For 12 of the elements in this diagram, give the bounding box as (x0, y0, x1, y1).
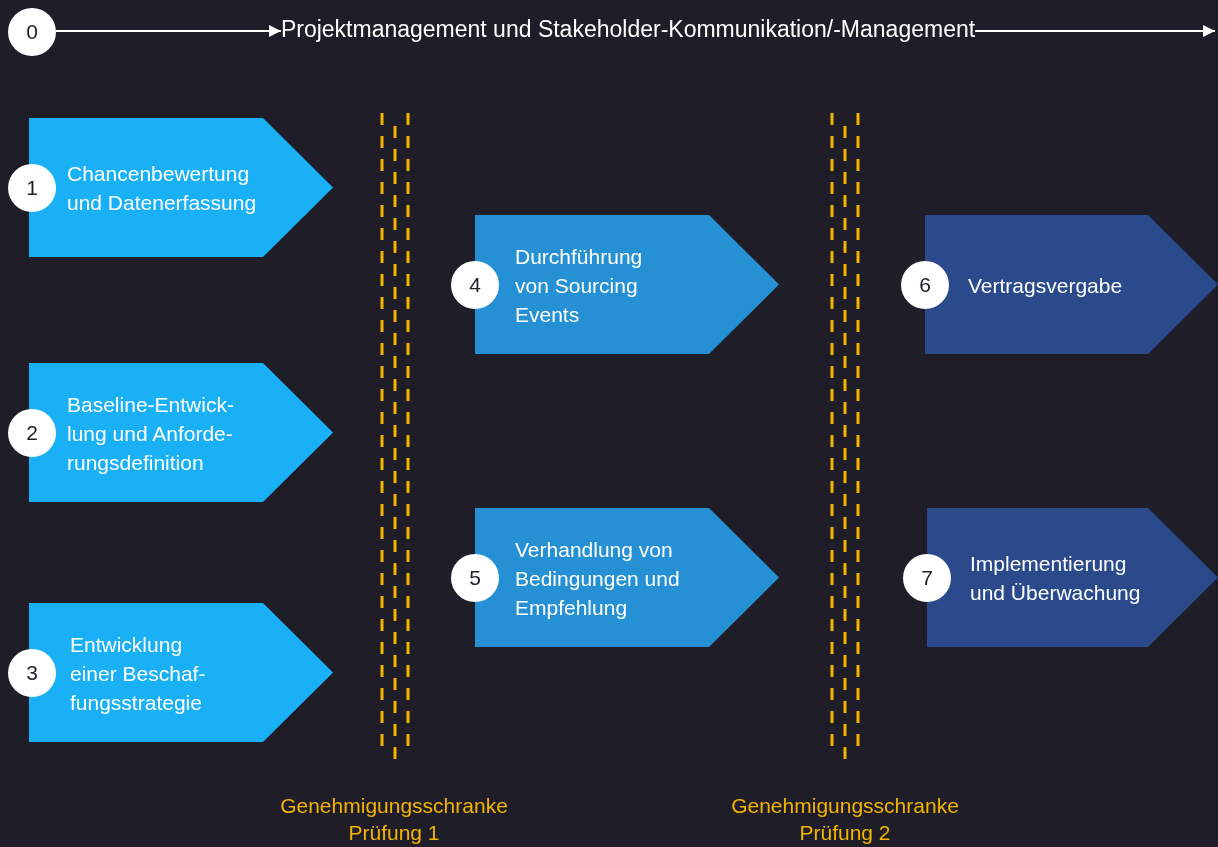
gate-label: Genehmigungsschranke Prüfung 2 (730, 793, 960, 846)
step-label: Implementierung und Überwachung (970, 550, 1142, 606)
step-label: Baseline-Entwick- lung und Anforde- rungsdefinition (67, 391, 235, 476)
step-label: Chancenbewertung und Datenerfassung (67, 160, 258, 216)
gate-label: Genehmigungsschranke Prüfung 1 (279, 793, 509, 846)
phase-heading: Projektmanagement und Stakeholder-Kommunikation/-Management (280, 14, 976, 44)
step-label: Entwicklung einer Beschaf- fungsstrategie (70, 631, 207, 716)
arrow (974, 25, 1216, 37)
step-label: Vertragsvergabe (968, 272, 1124, 299)
arrow (55, 25, 282, 37)
step-label: Verhandlung von Bedingungen und Empfehlung (515, 536, 681, 621)
step-label: Durchführung von Sourcing Events (515, 243, 644, 327)
